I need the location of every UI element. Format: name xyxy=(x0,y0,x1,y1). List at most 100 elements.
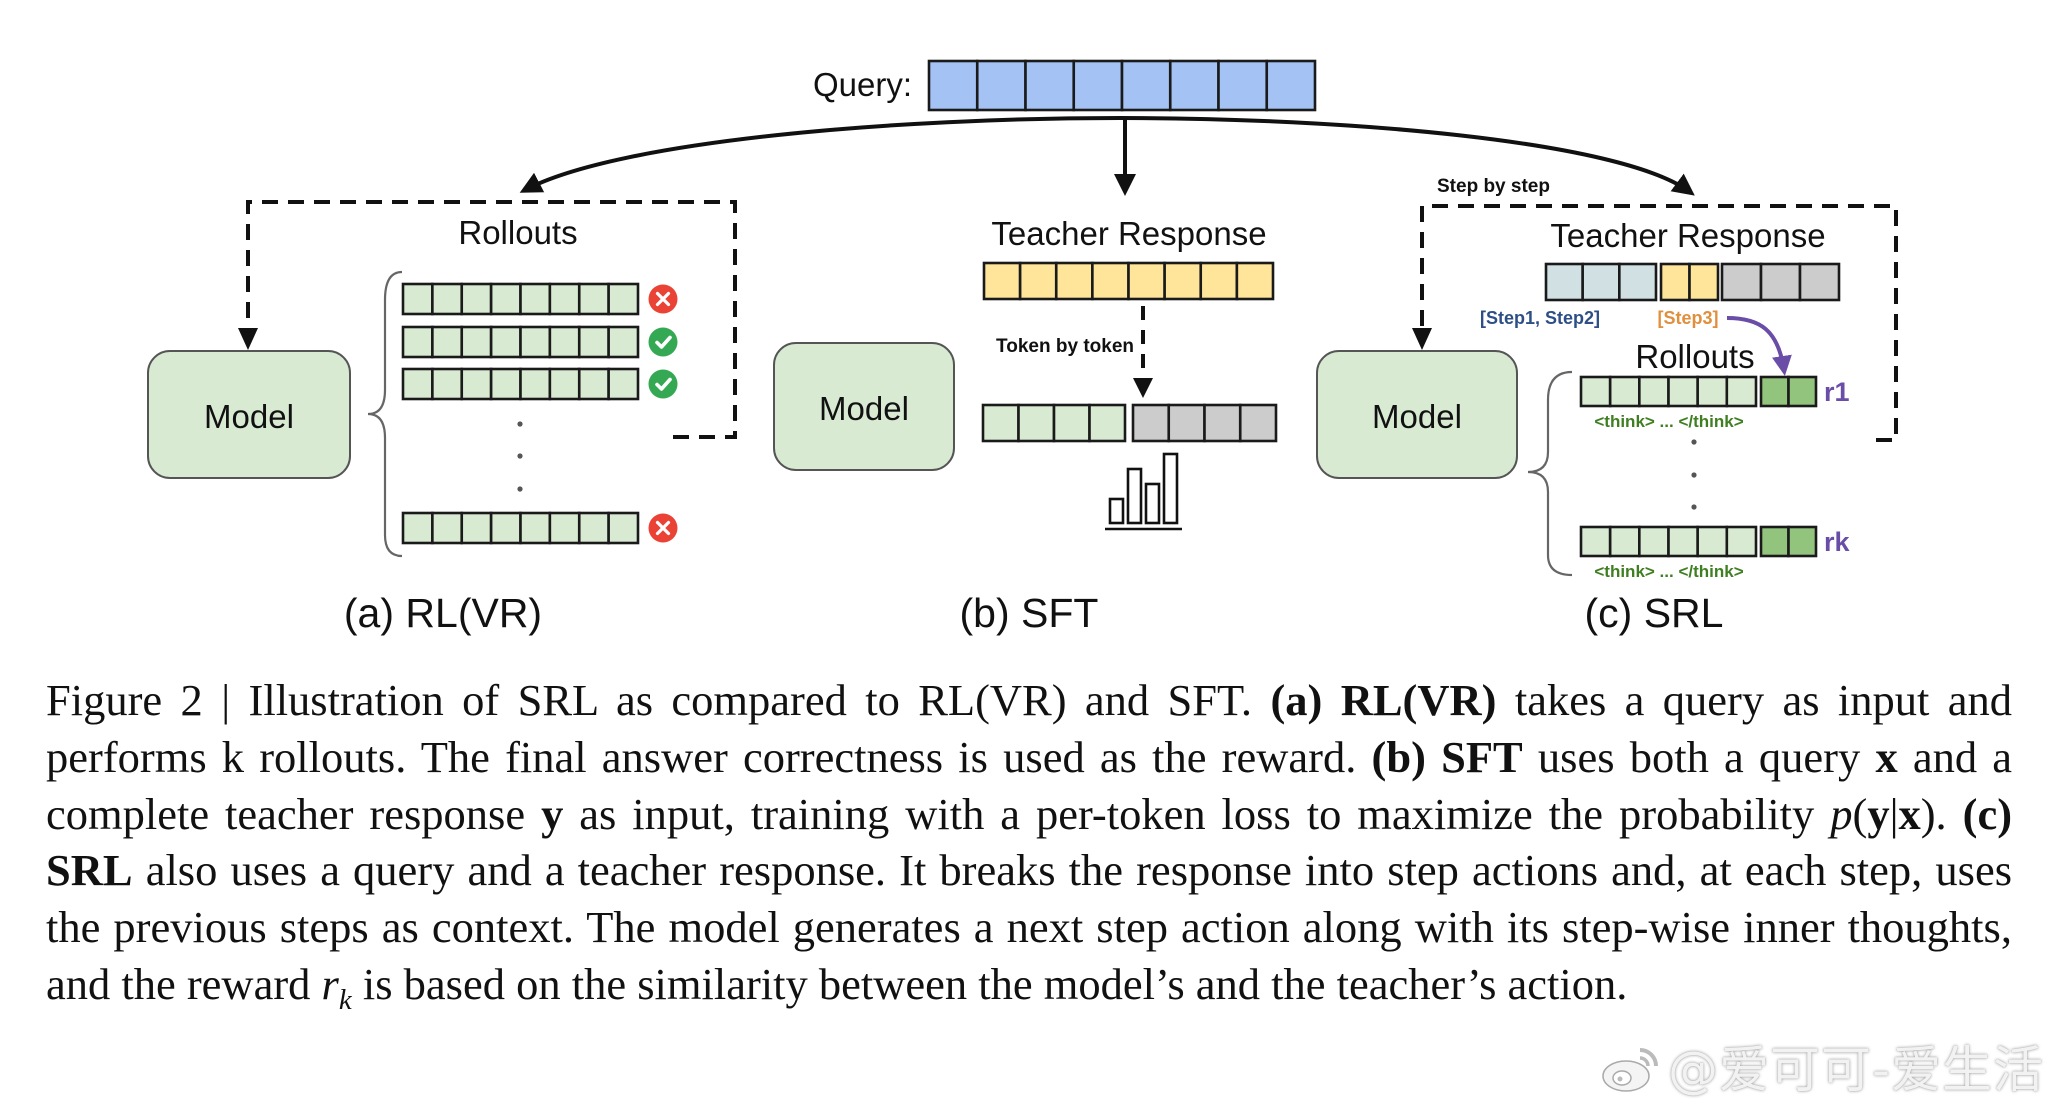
token-cell xyxy=(1199,261,1239,301)
token-cell xyxy=(1088,403,1127,443)
token-cell xyxy=(1759,525,1790,558)
reward-r: r xyxy=(321,958,339,1009)
token-cell xyxy=(1544,262,1584,302)
query-token-bar xyxy=(927,59,1317,112)
token-cell xyxy=(577,282,610,316)
caption-a-text: takes a query as input and performs k ro… xyxy=(46,675,2013,782)
token-cell xyxy=(1787,525,1818,558)
token-cell xyxy=(1024,59,1076,112)
current-step-tokens xyxy=(1659,262,1720,302)
token-cell xyxy=(519,282,552,316)
ellipsis xyxy=(1691,439,1697,510)
check-circle-icon xyxy=(648,369,678,399)
token-cell xyxy=(1018,261,1058,301)
arrow-to-rlvr xyxy=(519,116,1121,193)
rollout-row xyxy=(401,367,678,401)
caption-b-text-2: and a complete teacher response xyxy=(46,731,2013,839)
caption-probability-expr: p(y|x). xyxy=(1830,789,1946,839)
token-cell xyxy=(431,325,464,359)
current-step-label: [Step3] xyxy=(1657,308,1718,328)
caption-intro: Illustration of SRL as compared to RL(VR… xyxy=(248,675,1253,725)
rollout-tokens xyxy=(401,367,640,401)
token-cell xyxy=(519,511,552,545)
token-cell xyxy=(1238,403,1278,443)
token-cell xyxy=(1579,375,1612,408)
srl-rollout-row: rk<think> ... </think> xyxy=(1579,525,1851,581)
token-cell xyxy=(607,511,640,545)
token-cell xyxy=(1120,59,1172,112)
token-cell xyxy=(1203,403,1242,443)
model-box xyxy=(773,342,955,471)
feedback-loop-dashed xyxy=(246,200,737,439)
token-cell xyxy=(1579,525,1612,558)
x-circle-icon xyxy=(648,513,678,543)
prob-y: y xyxy=(1867,788,1890,839)
check-circle-icon xyxy=(648,327,678,357)
caption-a-name: RL(VR) xyxy=(1340,675,1497,725)
token-cell xyxy=(1638,375,1670,408)
token-cell xyxy=(431,367,464,401)
figure-caption: Figure 2 | Illustration of SRL as compar… xyxy=(46,672,2013,1015)
rollouts-brace xyxy=(367,270,403,558)
token-cell xyxy=(401,282,434,316)
teacher-token-bar xyxy=(982,261,1275,301)
caption-separator: | xyxy=(221,675,231,725)
token-cell xyxy=(1127,261,1166,301)
caption-b-text-3: as input, training with a per-token loss… xyxy=(579,788,1815,839)
token-cell xyxy=(982,261,1022,301)
model-label: Model xyxy=(204,398,294,435)
model-box xyxy=(147,350,351,479)
teacher-response-title: Teacher Response xyxy=(1550,217,1825,254)
token-cell xyxy=(460,367,493,401)
prob-p: p xyxy=(1830,788,1853,839)
token-cell xyxy=(489,511,522,545)
token-cell xyxy=(1163,261,1203,301)
subcaption-a: (a) RL(VR) xyxy=(344,590,542,636)
caption-a-tag: (a) xyxy=(1270,675,1323,725)
rollout-list xyxy=(401,282,678,545)
figure-number: Figure 2 xyxy=(46,675,203,725)
rollouts-title: Rollouts xyxy=(458,214,577,251)
generated-token-bar xyxy=(981,403,1278,443)
model-label: Model xyxy=(1372,398,1462,435)
reward-sub-k: k xyxy=(338,984,352,1017)
token-cell xyxy=(975,59,1027,112)
watermark-text: @爱可可-爱生活 xyxy=(1667,1041,2044,1099)
token-cell xyxy=(1235,261,1275,301)
step-to-rollout-arrow xyxy=(1726,316,1792,376)
panel-srl: Step by step Teacher Response [Step1, St… xyxy=(1316,176,1898,636)
query-label: Query: xyxy=(813,66,912,103)
caption-c-tag: (c) xyxy=(1962,788,2013,839)
caption-reward-symbol: rk xyxy=(321,958,352,1015)
teacher-tokens xyxy=(982,261,1275,301)
token-cell xyxy=(1638,525,1670,558)
future-step-tokens xyxy=(1720,262,1841,302)
token-cell xyxy=(1217,59,1269,112)
ellipsis xyxy=(517,421,523,492)
token-cell xyxy=(431,282,464,316)
rollout-tokens xyxy=(401,325,640,359)
watermark: @爱可可-爱生活 xyxy=(1600,1030,2044,1106)
think-tokens xyxy=(1579,525,1758,558)
model-box xyxy=(1316,350,1518,479)
token-cell xyxy=(577,511,610,545)
query-section: Query: xyxy=(813,59,1317,112)
caption-c-text-2: is based on the similarity between the m… xyxy=(362,958,1628,1009)
rollout-tokens xyxy=(401,511,640,545)
token-cell xyxy=(1696,525,1729,558)
think-label: <think> ... </think> xyxy=(1594,562,1743,581)
caption-c-name: SRL xyxy=(46,845,133,896)
panel-rlvr: Rollouts Model (a) RL(VR) xyxy=(147,200,737,636)
token-cell xyxy=(489,282,522,316)
token-cell xyxy=(519,367,552,401)
token-cell xyxy=(1696,375,1729,408)
token-cell xyxy=(1608,525,1641,558)
panel-sft: Teacher Response Token by token Model (b… xyxy=(773,215,1278,636)
subcaption-b: (b) SFT xyxy=(960,590,1099,636)
token-cell xyxy=(981,403,1020,443)
teacher-response-title: Teacher Response xyxy=(991,215,1266,252)
token-cell xyxy=(607,325,640,359)
token-cell xyxy=(431,511,464,545)
token-cell xyxy=(401,325,434,359)
token-cell xyxy=(1667,375,1699,408)
